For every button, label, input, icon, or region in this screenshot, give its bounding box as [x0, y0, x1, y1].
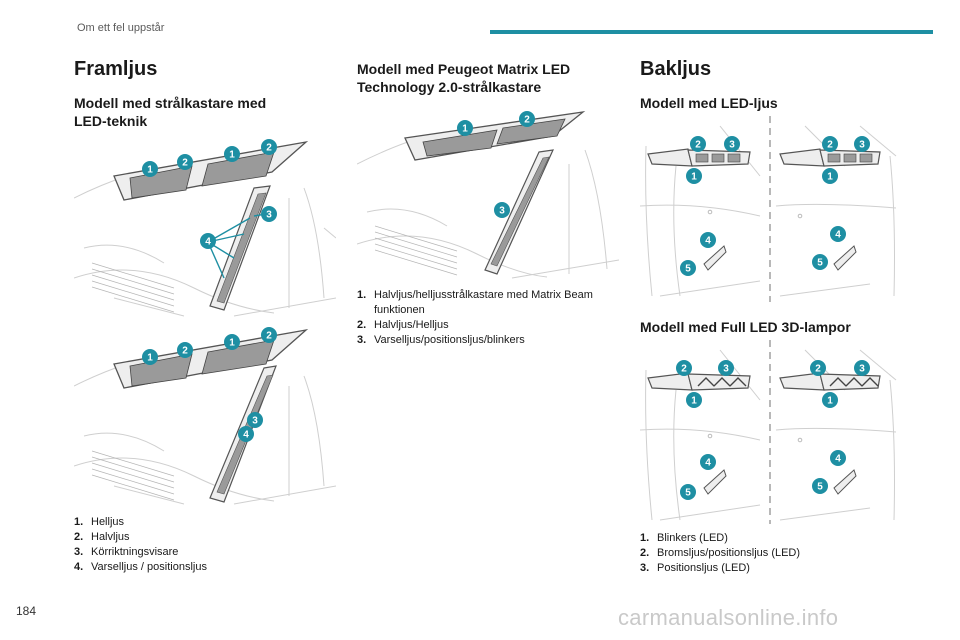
callout-3: 3 [859, 140, 865, 151]
callout-4: 4 [205, 237, 211, 248]
callout-3: 3 [266, 210, 272, 221]
bakljus-subtitle-led: Modell med LED-ljus [640, 95, 778, 111]
callout-1: 1 [462, 124, 468, 135]
bakljus-legend: 1.Blinkers (LED) 2.Bromsljus/positionslj… [640, 531, 902, 576]
framljus-legend: 1.Helljus 2.Halvljus 3.Körriktningsvisar… [74, 515, 334, 575]
callout-3: 3 [723, 364, 729, 375]
legend-item: 3.Körriktningsvisare [74, 546, 179, 558]
callout-4: 4 [835, 454, 841, 465]
callout-3: 3 [729, 140, 735, 151]
headlight-matrix-figure: 1 2 3 [357, 104, 619, 279]
legend-item: 1.Helljus [74, 516, 125, 528]
callout-1: 1 [691, 172, 697, 183]
callout-2: 2 [695, 140, 701, 151]
legend-item: 4.Varselljus / positionsljus [74, 561, 207, 573]
bakljus-title: Bakljus [640, 58, 712, 80]
legend-item: 1.Halvljus/helljusstrålkastare med Matri… [357, 289, 593, 316]
callout-2: 2 [524, 115, 530, 126]
callout-4: 4 [243, 430, 249, 441]
framljus-title: Framljus [74, 58, 158, 80]
callout-3: 3 [499, 206, 505, 217]
callout-4: 4 [835, 230, 841, 241]
callout-2: 2 [815, 364, 821, 375]
callout-1: 1 [229, 150, 235, 161]
page-number: 184 [16, 604, 37, 618]
callout-2: 2 [182, 346, 188, 357]
callout-1: 1 [229, 338, 235, 349]
legend-item: 3.Varselljus/positionsljus/blinkers [357, 334, 525, 346]
callout-4: 4 [705, 458, 711, 469]
callout-2: 2 [827, 140, 833, 151]
callout-2: 2 [266, 331, 272, 342]
callout-1: 1 [691, 396, 697, 407]
legend-item: 2.Halvljus [74, 531, 130, 543]
callout-5: 5 [817, 482, 823, 493]
legend-item: 1.Blinkers (LED) [640, 532, 728, 544]
callout-2: 2 [681, 364, 687, 375]
watermark: carmanualsonline.info [618, 605, 839, 630]
callout-3: 3 [252, 416, 258, 427]
callout-2: 2 [266, 143, 272, 154]
matrix-subtitle: Modell med Peugeot Matrix LED Technology… [357, 61, 571, 95]
callout-1: 1 [147, 165, 153, 176]
callout-5: 5 [817, 258, 823, 269]
headlight-led-figure-2: 1 2 1 2 3 4 [74, 326, 336, 508]
callout-3: 3 [859, 364, 865, 375]
taillight-led-figure: 2 3 1 4 5 2 3 1 4 5 [640, 116, 902, 302]
callout-1: 1 [147, 353, 153, 364]
callout-1: 1 [827, 396, 833, 407]
legend-item: 2.Halvljus/Helljus [357, 319, 449, 331]
legend-item: 3.Positionsljus (LED) [640, 562, 750, 574]
taillight-3d-figure: 2 3 1 4 5 2 3 1 4 5 [640, 340, 902, 524]
framljus-subtitle: Modell med strålkastare med LED-teknik [74, 95, 267, 129]
header-accent-bar [490, 30, 933, 34]
headlight-led-figure: 1 2 1 2 3 4 [74, 138, 336, 320]
callout-2: 2 [182, 158, 188, 169]
matrix-legend: 1.Halvljus/helljusstrålkastare med Matri… [357, 288, 619, 348]
running-header: Om ett fel uppstår [77, 22, 165, 34]
legend-item: 2.Bromsljus/positionsljus (LED) [640, 547, 801, 559]
callout-5: 5 [685, 264, 691, 275]
callout-4: 4 [705, 236, 711, 247]
callout-1: 1 [827, 172, 833, 183]
callout-5: 5 [685, 488, 691, 499]
bakljus-subtitle-3d: Modell med Full LED 3D-lampor [640, 319, 851, 335]
